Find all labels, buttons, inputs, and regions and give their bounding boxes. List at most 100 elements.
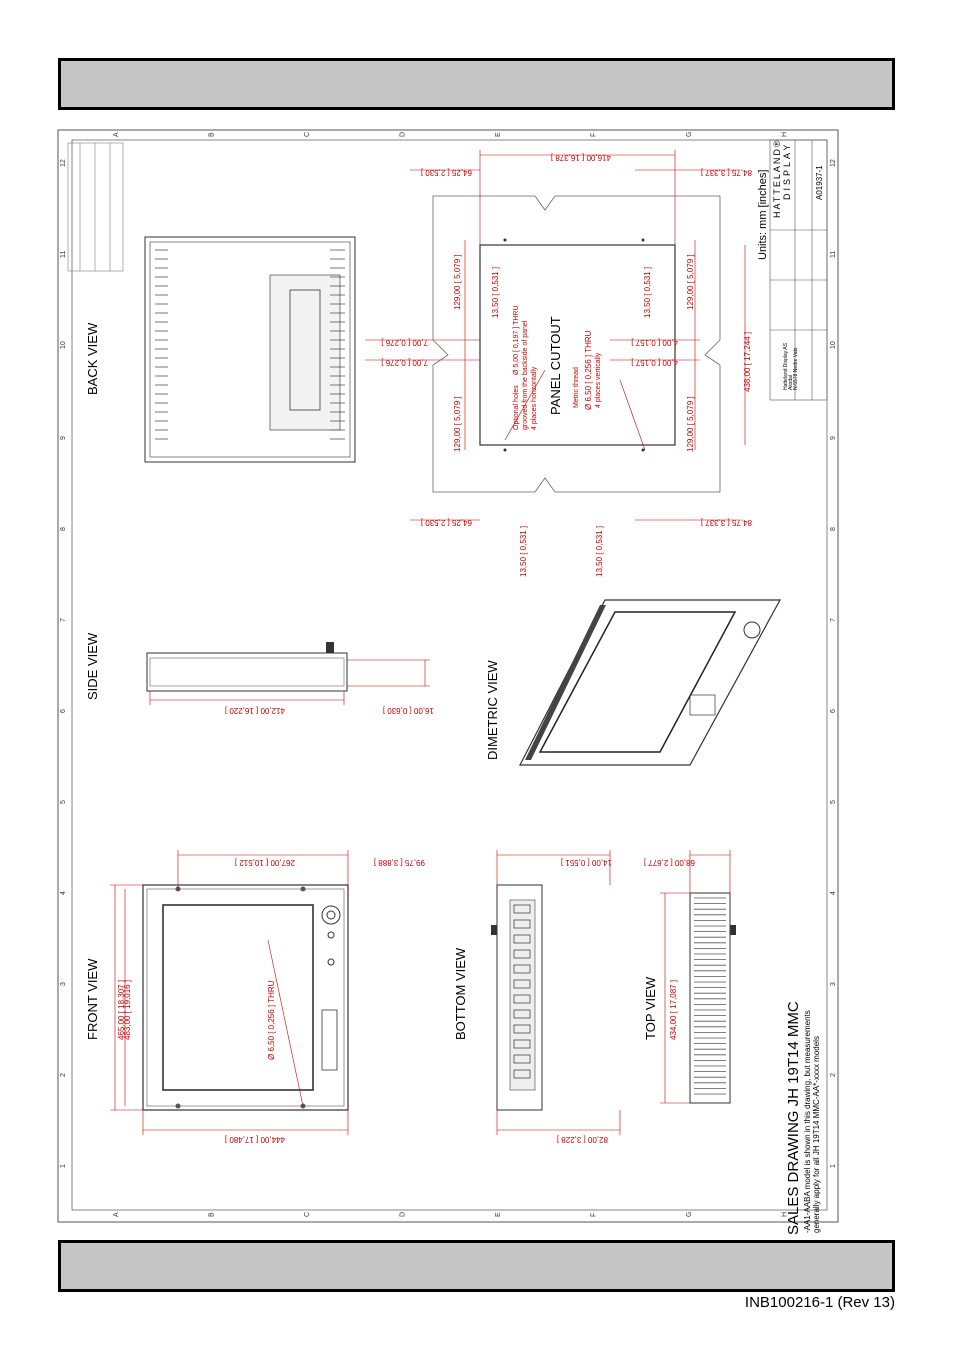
grid-row-letter: G xyxy=(686,132,693,137)
grid-column-number: 12 xyxy=(830,159,837,167)
grid-column-number: 2 xyxy=(60,1073,67,1077)
grid-column-number: 1 xyxy=(830,1164,837,1168)
dim-panel-129-b: 129,00 [ 5,079 ] xyxy=(453,396,462,452)
panel-note-metric: Metric thread xyxy=(573,367,580,408)
footer-bar xyxy=(58,1240,895,1292)
connector-port xyxy=(513,994,531,1004)
dim-front-offset-2: 267,00 [ 10,512 ] xyxy=(235,858,295,867)
grid-column-number: 10 xyxy=(60,341,67,349)
grid-column-number: 8 xyxy=(60,527,67,531)
grid-row-letter: A xyxy=(113,132,120,137)
connector-port xyxy=(513,919,531,929)
document-id: INB100216-1 (Rev 13) xyxy=(744,1294,895,1311)
side-dims xyxy=(149,659,430,705)
connector-port xyxy=(513,979,531,989)
grid-row-letter: E xyxy=(495,132,502,137)
dim-panel-7-b: 7,00 [ 0,276 ] xyxy=(381,358,428,367)
connector-port xyxy=(513,1054,531,1064)
grid-column-number: 7 xyxy=(830,618,837,622)
top-dims xyxy=(660,850,731,1104)
back-view xyxy=(144,236,356,463)
grid-row-letter: E xyxy=(495,1212,502,1217)
grid-column-number: 11 xyxy=(60,251,67,258)
front-dims xyxy=(110,850,349,1135)
dim-panel-1350-b: 13,50 [ 0,531 ] xyxy=(643,267,652,318)
connector-port xyxy=(513,904,531,914)
drawing-title: SALES DRAWING JH 19T14 MMC xyxy=(785,1001,802,1235)
dim-panel-129-d: 129,00 [ 5,079 ] xyxy=(686,396,695,452)
dim-front-height-2: 465,00 [ 18,307 ] xyxy=(117,980,126,1040)
connector-port xyxy=(513,1024,531,1034)
grid-column-number: 6 xyxy=(830,709,837,713)
grid-row-letter: D xyxy=(400,1212,407,1217)
bottom-dims xyxy=(496,850,621,1135)
connector-port xyxy=(513,1069,531,1079)
company-name: Hatteland Display AS xyxy=(783,342,789,390)
panel-note-vertical: 4 places vertically xyxy=(595,352,602,408)
top-view-label: TOP VIEW xyxy=(643,976,658,1040)
grid-row-letter: C xyxy=(304,132,311,137)
grid-column-number: 8 xyxy=(830,527,837,531)
grid-row-letter: D xyxy=(400,132,407,137)
dim-panel-8475-top: 84,75 [ 3,337 ] xyxy=(701,168,752,177)
panel-note-opt-dia: Ø 5,00 [ 0,197 ] THRU xyxy=(513,305,520,375)
side-view-label: SIDE VIEW xyxy=(85,632,100,700)
panel-cutout xyxy=(432,195,721,493)
front-view-label: FRONT VIEW xyxy=(85,958,100,1040)
dim-panel-129-c: 129,00 [ 5,079 ] xyxy=(686,254,695,310)
dimetric-view-label: DIMETRIC VIEW xyxy=(485,660,500,760)
drawing-border xyxy=(57,129,839,1223)
grid-column-number: 3 xyxy=(830,982,837,986)
grid-row-letter: H xyxy=(782,1212,789,1217)
dim-bottom-offset: 14,00 [ 0,551 ] xyxy=(561,858,612,867)
panel-note-dia: Ø 6,50 [ 0,256 ] THRU xyxy=(584,330,593,410)
front-view xyxy=(142,884,349,1111)
grid-row-letter: C xyxy=(304,1212,311,1217)
grid-row-letter: F xyxy=(591,1213,598,1217)
drawing-subtitle-2: generally apply for all JH 19T14 MMC-AA*… xyxy=(812,1036,821,1233)
panel-note-grooved: grooved from the backside of panel xyxy=(522,320,529,430)
dim-panel-1350-a: 13,50 [ 0,531 ] xyxy=(491,267,500,318)
grid-row-letter: B xyxy=(209,1212,216,1217)
grid-column-number: 6 xyxy=(60,709,67,713)
dimetric-view xyxy=(519,599,782,766)
connector-port xyxy=(513,949,531,959)
dim-panel-129-a: 129,00 [ 5,079 ] xyxy=(453,254,462,310)
company-address: N-5578 Nedre Vats xyxy=(793,347,799,390)
dim-front-width: 444,00 [ 17,480 ] xyxy=(225,1135,285,1144)
bottom-view-label: BOTTOM VIEW xyxy=(453,947,468,1040)
grid-column-number: 4 xyxy=(60,891,67,895)
dim-panel-1350-d: 13,50 [ 0,531 ] xyxy=(595,526,604,577)
connector-port xyxy=(513,964,531,974)
drawing-inner-border xyxy=(71,139,828,1211)
dim-panel-1350-c: 13,50 [ 0,531 ] xyxy=(519,526,528,577)
side-view xyxy=(146,642,348,692)
drawing-subtitle-1: -AA1-AABA model is shown in this drawing… xyxy=(803,1010,812,1233)
dim-panel-8475-bottom: 84,75 [ 3,337 ] xyxy=(701,518,752,527)
grid-column-number: 4 xyxy=(830,891,837,895)
drawing-number: A01937-1 xyxy=(815,165,824,200)
grid-column-number: 9 xyxy=(830,436,837,440)
grid-column-number: 2 xyxy=(830,1073,837,1077)
grid-column-number: 10 xyxy=(830,341,837,349)
grid-column-number: 1 xyxy=(60,1164,67,1168)
grid-column-number: 7 xyxy=(60,618,67,622)
grid-column-number: 3 xyxy=(60,982,67,986)
grid-row-letter: B xyxy=(209,132,216,137)
grid-column-number: 11 xyxy=(830,251,837,258)
dim-panel-6425-top: 64,25 [ 2,530 ] xyxy=(421,168,472,177)
grid-row-letter: G xyxy=(686,1212,693,1217)
dim-side-height: 412,00 [ 16,220 ] xyxy=(225,706,285,715)
dim-front-height-1: 483,00 [ 19,016 ] xyxy=(123,980,132,1040)
grid-column-number: 5 xyxy=(60,800,67,804)
panel-dims xyxy=(365,150,746,521)
header-bar xyxy=(58,58,895,110)
panel-cutout-label: PANEL CUTOUT xyxy=(548,316,563,415)
connector-port xyxy=(513,1039,531,1049)
dim-side-depth: 16,00 [ 0,630 ] xyxy=(383,706,434,715)
dim-bottom-depth: 82,00 [ 3,228 ] xyxy=(557,1135,608,1144)
dim-top-depth: 68,00 [ 2,677 ] xyxy=(644,858,695,867)
